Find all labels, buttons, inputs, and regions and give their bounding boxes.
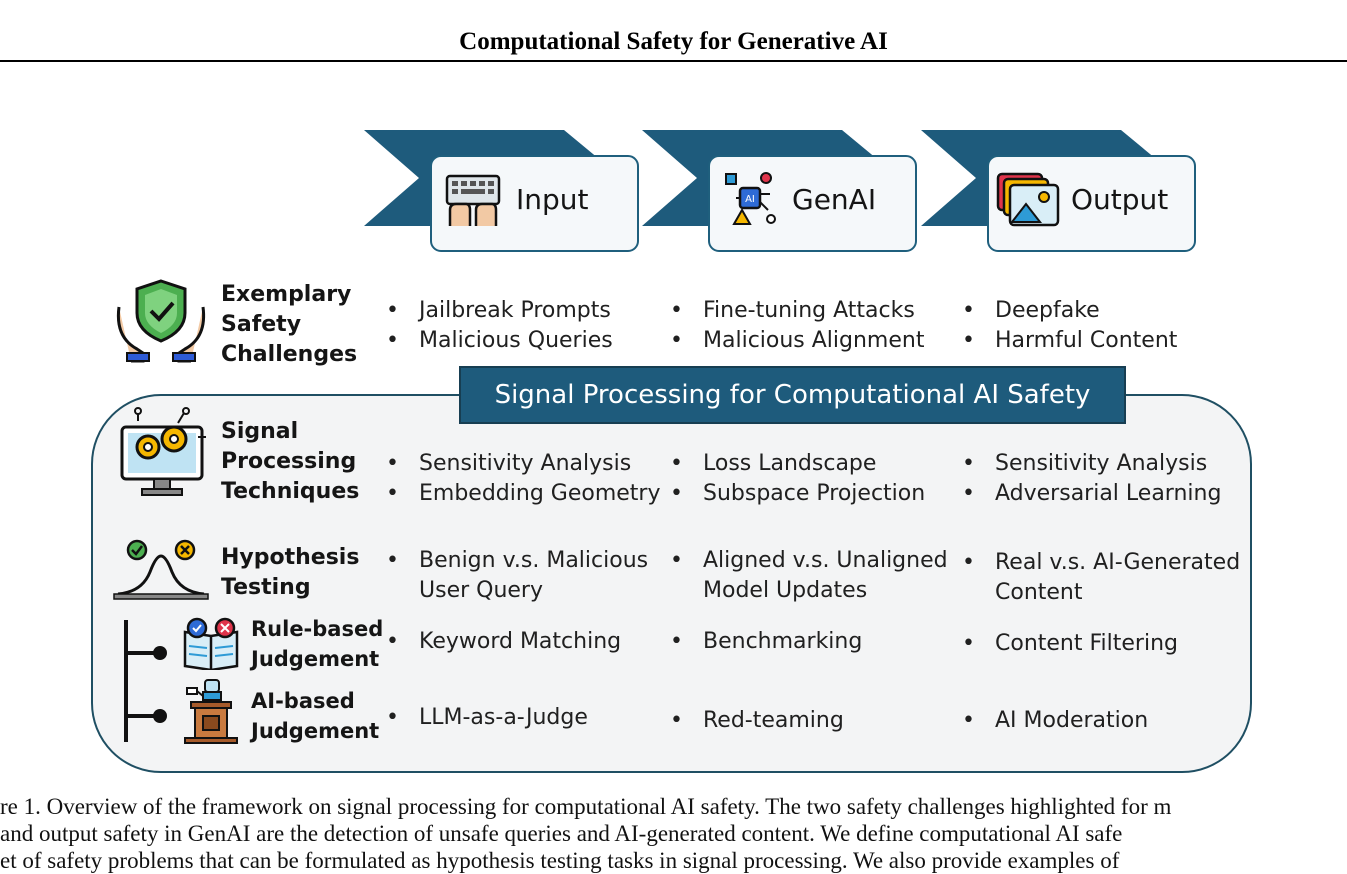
- challenges-col-input: Jailbreak Prompts Malicious Queries: [419, 296, 613, 356]
- techniques-col-genai: Loss Landscape Subspace Projection: [703, 449, 925, 509]
- header-rule: [0, 60, 1347, 62]
- page-title: Computational Safety for Generative AI: [459, 28, 888, 55]
- stage-label-genai: GenAI: [792, 183, 877, 216]
- challenges-col-genai: Fine-tuning Attacks Malicious Alignment: [703, 296, 924, 356]
- stage-label-output: Output: [1071, 183, 1169, 216]
- list-item: Keyword Matching: [419, 627, 621, 657]
- list-item: Benchmarking: [703, 627, 862, 657]
- list-item: Sensitivity Analysis: [995, 449, 1221, 479]
- hypothesis-col-genai: Aligned v.s. Unaligned Model Updates: [703, 546, 948, 606]
- judgement-node-ai: [153, 709, 167, 723]
- rule-based-col-input: Keyword Matching: [419, 627, 621, 657]
- list-item: Sensitivity Analysis: [419, 449, 660, 479]
- list-item: Subspace Projection: [703, 479, 925, 509]
- list-item: Adversarial Learning: [995, 479, 1221, 509]
- caption-line: and output safety in GenAI are the detec…: [0, 821, 1123, 846]
- list-item: Harmful Content: [995, 326, 1177, 356]
- image-stack-icon: [996, 172, 1060, 227]
- list-item: Malicious Queries: [419, 326, 613, 356]
- ai-based-col-output: AI Moderation: [995, 706, 1148, 736]
- rule-based-col-genai: Benchmarking: [703, 627, 862, 657]
- list-item: Benign v.s. Malicious: [419, 546, 648, 576]
- hypothesis-col-input: Benign v.s. Malicious User Query: [419, 546, 648, 606]
- robot-judge-icon: [184, 679, 238, 744]
- svg-text:AI: AI: [745, 194, 755, 205]
- challenges-col-output: Deepfake Harmful Content: [995, 296, 1177, 356]
- list-item: LLM-as-a-Judge: [419, 703, 588, 733]
- caption-line: re 1. Overview of the framework on signa…: [0, 794, 1172, 819]
- list-item-continued: User Query: [419, 578, 543, 603]
- figure-caption: re 1. Overview of the framework on signa…: [0, 793, 1347, 874]
- stage-label-input: Input: [516, 183, 589, 216]
- list-item: Real v.s. AI-Generated: [995, 548, 1240, 578]
- techniques-col-output: Sensitivity Analysis Adversarial Learnin…: [995, 449, 1221, 509]
- judgement-tree-trunk: [124, 620, 128, 742]
- list-item-continued: Content: [995, 580, 1083, 605]
- list-item: Embedding Geometry: [419, 479, 660, 509]
- list-item: Aligned v.s. Unaligned: [703, 546, 948, 576]
- monitor-gears-icon: [120, 407, 206, 496]
- ai-chip-icon: AI: [725, 172, 776, 225]
- list-item: Loss Landscape: [703, 449, 925, 479]
- list-item: Deepfake: [995, 296, 1177, 326]
- list-item-continued: Model Updates: [703, 578, 868, 603]
- signal-processing-banner: Signal Processing for Computational AI S…: [459, 366, 1126, 424]
- bell-curve-icon: [113, 539, 209, 600]
- keyboard-icon: [445, 174, 501, 226]
- ai-based-col-genai: Red-teaming: [703, 706, 844, 736]
- list-item: Content Filtering: [995, 629, 1178, 659]
- caption-line: et of safety problems that can be formul…: [0, 848, 1120, 873]
- shield-hands-icon: [116, 279, 206, 363]
- stage-box-output: [987, 155, 1196, 252]
- rulebook-icon: [183, 617, 239, 670]
- list-item: Red-teaming: [703, 706, 844, 736]
- list-item: Jailbreak Prompts: [419, 296, 613, 326]
- hypothesis-col-output: Real v.s. AI-Generated Content: [995, 548, 1240, 608]
- list-item: Malicious Alignment: [703, 326, 924, 356]
- ai-based-col-input: LLM-as-a-Judge: [419, 703, 588, 733]
- rule-based-col-output: Content Filtering: [995, 629, 1178, 659]
- list-item: Fine-tuning Attacks: [703, 296, 924, 326]
- techniques-col-input: Sensitivity Analysis Embedding Geometry: [419, 449, 660, 509]
- judgement-tree-branch-ai: [124, 714, 160, 718]
- judgement-tree-branch-rule: [124, 651, 160, 655]
- list-item: AI Moderation: [995, 706, 1148, 736]
- judgement-node-rule: [153, 646, 167, 660]
